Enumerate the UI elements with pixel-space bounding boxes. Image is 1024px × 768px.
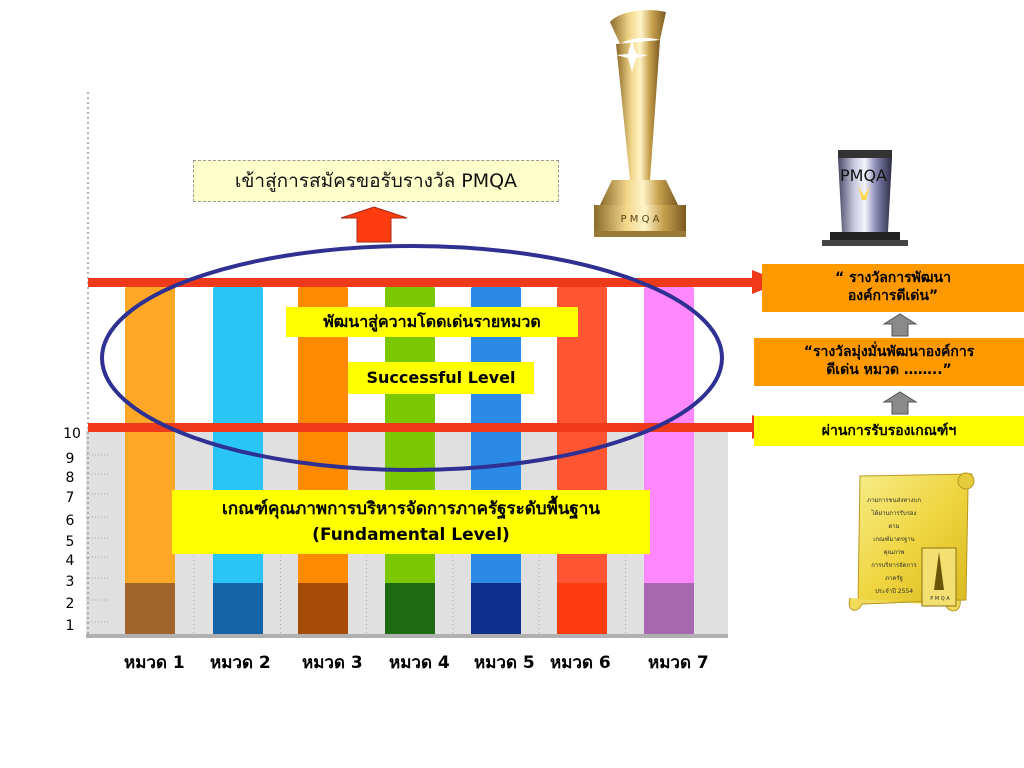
excellence-label: พัฒนาสู่ความโดดเด่นรายหมวด — [286, 307, 578, 337]
bar-base-6 — [557, 583, 607, 636]
up-arrow-step-2 — [882, 313, 918, 337]
y-tick-label-1: 1 — [65, 618, 75, 634]
x-category-label-5: หมวด 5 — [474, 653, 535, 673]
award-excellence-box: “ รางวัลการพัฒนา องค์การดีเด่น” — [762, 264, 1024, 312]
pmqa-crystal-trophy-icon — [822, 150, 908, 246]
x-axis — [86, 634, 728, 638]
bar-base-7 — [644, 583, 694, 636]
y-tick-label-8: 8 — [65, 470, 75, 486]
award-category-line-1: “รางวัลมุ่งมั่นพัฒนาองค์การ — [803, 344, 975, 360]
fundamental-line-1: เกณฑ์คุณภาพการบริหารจัดการภาครัฐระดับพื้… — [222, 499, 600, 519]
up-arrow-apply — [340, 206, 408, 243]
award-category-box: “รางวัลมุ่งมั่นพัฒนาองค์การ ดีเด่น หมวด … — [754, 338, 1024, 386]
bar-base-5 — [471, 583, 521, 636]
x-category-label-1: หมวด 1 — [124, 653, 185, 673]
y-tick-marks — [86, 454, 110, 623]
y-tick-label-3: 3 — [65, 574, 75, 590]
bar-base-3 — [298, 583, 348, 636]
y-tick-label-4: 4 — [65, 553, 75, 569]
certificate-line-2: ได้ผ่านการรับรองตาม — [871, 510, 917, 530]
certificate-text: ภามการขนส่งทางบก ได้ผ่านการรับรองตาม เกณ… — [866, 494, 922, 598]
award-category-line-2: ดีเด่น หมวด ……..” — [826, 362, 952, 378]
award-excellence-line-1: “ รางวัลการพัฒนา — [835, 270, 951, 286]
x-category-label-6: หมวด 6 — [550, 653, 611, 673]
x-category-label-4: หมวด 4 — [389, 653, 450, 673]
x-category-label-7: หมวด 7 — [648, 653, 709, 673]
y-tick-label-7: 7 — [65, 490, 75, 506]
bar-7 — [644, 287, 694, 636]
x-category-label-2: หมวด 2 — [210, 653, 271, 673]
certificate-scroll-icon — [848, 472, 975, 612]
success-ellipse — [100, 244, 724, 472]
fundamental-line-2: (Fundamental Level) — [312, 525, 510, 545]
y-tick-label-5: 5 — [65, 534, 75, 550]
x-category-label-3: หมวด 3 — [302, 653, 363, 673]
pmqa-gold-trophy-icon: P M Q A — [594, 10, 686, 237]
up-arrow-step-1 — [882, 391, 918, 415]
small-trophy-label: PMQA — [840, 166, 887, 185]
certificate-line-5: ประจำปี 2554 — [874, 588, 914, 595]
bar-1 — [125, 287, 175, 636]
bar-base-4 — [385, 583, 435, 636]
y-tick-label-9: 9 — [65, 451, 75, 467]
bar-dividers — [193, 552, 626, 634]
y-tick-label-10: 10 — [63, 426, 81, 442]
y-tick-label-6: 6 — [65, 513, 75, 529]
bar-base-2 — [213, 583, 263, 636]
bar-base-1 — [125, 583, 175, 636]
successful-level-label: Successful Level — [348, 362, 534, 394]
svg-text:P M Q A: P M Q A — [621, 214, 660, 225]
fundamental-level-box: เกณฑ์คุณภาพการบริหารจัดการภาครัฐระดับพื้… — [172, 490, 650, 554]
apply-pmqa-text: เข้าสู่การสมัครขอรับรางวัล PMQA — [234, 170, 518, 192]
certificate-line-1: ภามการขนส่งทางบก — [867, 497, 921, 504]
certified-box: ผ่านการรับรองเกณฑ์ฯ — [754, 416, 1024, 446]
certificate-line-3: เกณฑ์มาตรฐานคุณภาพ — [873, 536, 915, 556]
certificate-logo-text: P M Q A — [930, 596, 950, 602]
apply-pmqa-box: เข้าสู่การสมัครขอรับรางวัล PMQA — [193, 160, 559, 202]
award-excellence-line-2: องค์การดีเด่น” — [847, 288, 939, 304]
certificate-line-4: การบริหารจัดการภาครัฐ — [871, 562, 917, 582]
y-tick-label-2: 2 — [65, 596, 75, 612]
